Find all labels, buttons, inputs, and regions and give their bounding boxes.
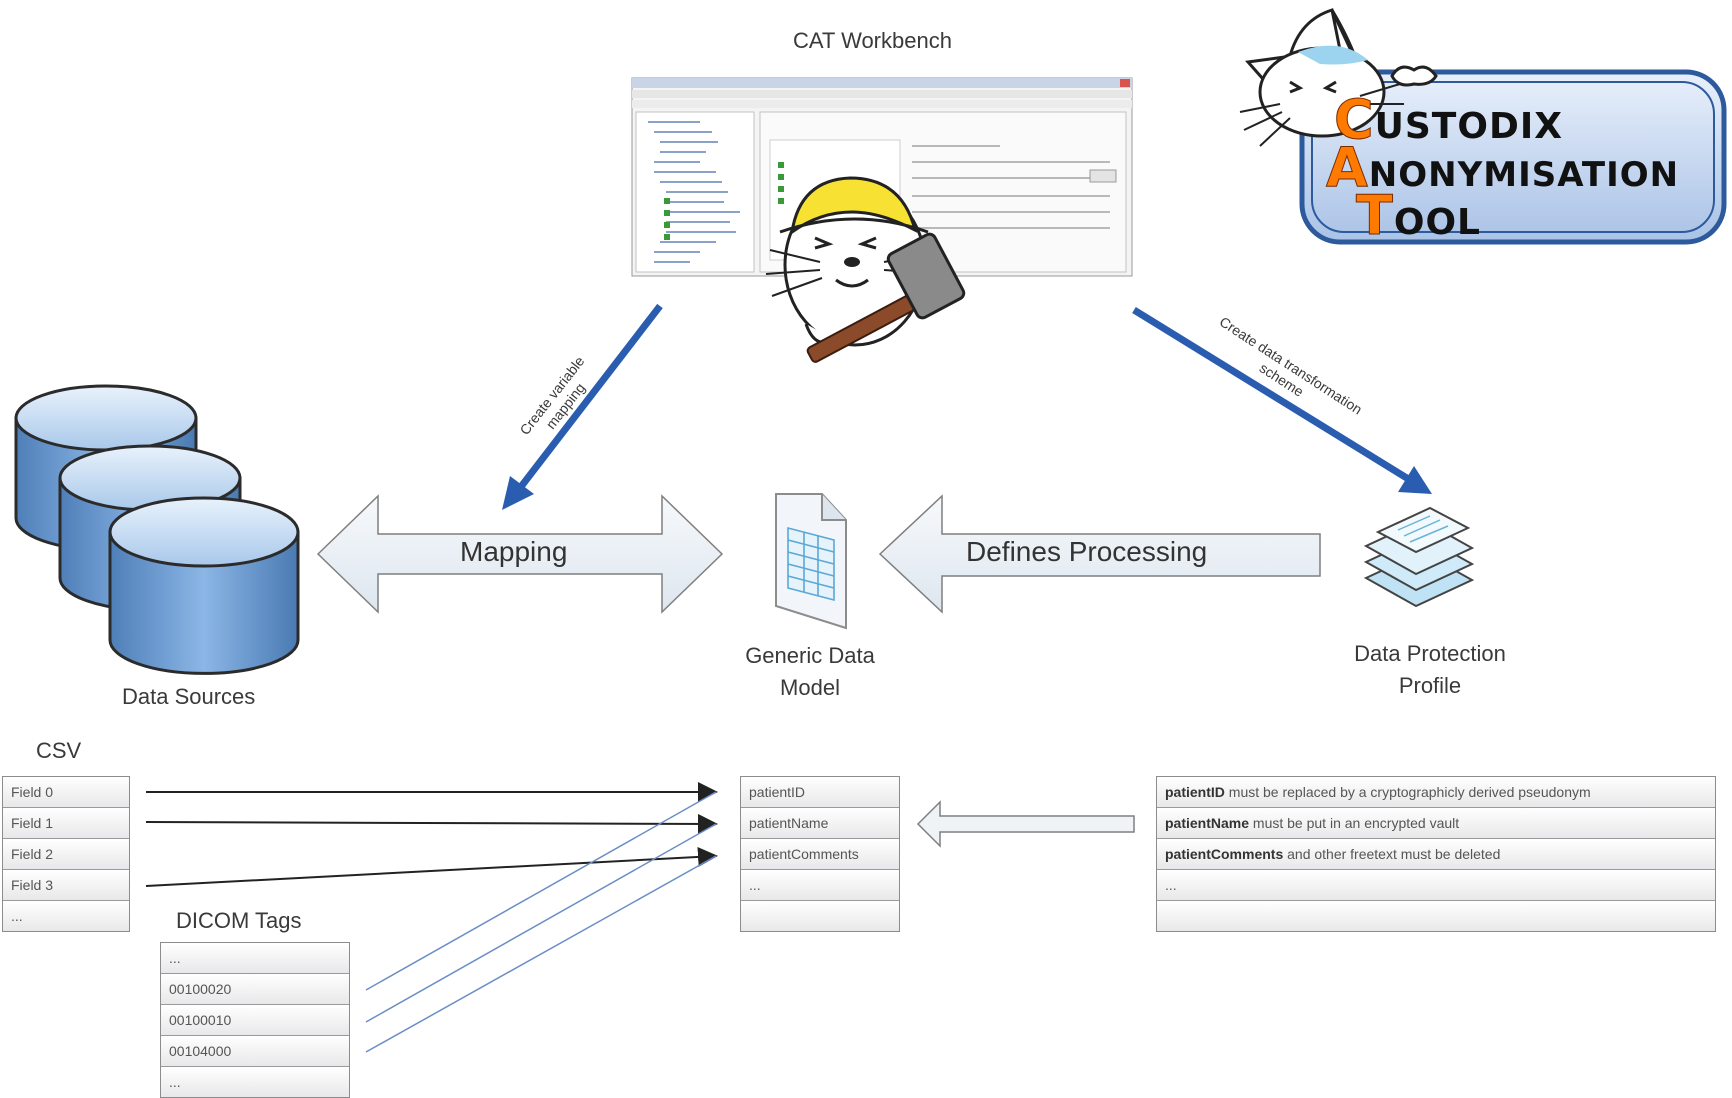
profile-rule-row: patientName must be put in an encrypted …	[1157, 808, 1715, 839]
mapping-label: Mapping	[460, 536, 568, 567]
csv-row: Field 2	[3, 839, 129, 870]
generic-data-model-label-line2: Model	[780, 675, 840, 700]
data-sources-label: Data Sources	[122, 684, 256, 709]
model-row	[741, 901, 899, 931]
model-row: ...	[741, 870, 899, 901]
logo-line-3: TOOL	[1356, 184, 1679, 248]
generic-data-model-icon	[775, 493, 847, 630]
profile-rule-text: must be put in an encrypted vault	[1249, 815, 1460, 831]
csv-row: Field 1	[3, 808, 129, 839]
dicom-mapping-lines	[365, 791, 717, 1053]
model-row: patientID	[741, 777, 899, 808]
logo-rest-3: OOL	[1393, 202, 1481, 243]
logo-rest-1: USTODIX	[1374, 106, 1563, 147]
cat-mascot-illustration	[765, 176, 966, 363]
profile-rules-table: patientID must be replaced by a cryptogr…	[1156, 776, 1716, 932]
profile-rule-text: must be replaced by a cryptographicly de…	[1224, 784, 1591, 800]
profile-to-model-arrow	[916, 800, 1135, 848]
logo-text: CUSTODIX ANONYMISATION TOOL	[1326, 88, 1679, 248]
csv-row: Field 0	[3, 777, 129, 808]
create-data-transformation-arrow	[1132, 307, 1432, 494]
logo-line-2: ANONYMISATION	[1326, 136, 1679, 200]
csv-row: ...	[3, 901, 129, 931]
dicom-row: ...	[161, 943, 349, 974]
profile-rule-field: patientID	[1165, 784, 1225, 800]
mapping-double-arrow	[316, 494, 724, 614]
csv-table: Field 0 Field 1 Field 2 Field 3 ...	[2, 776, 130, 932]
data-protection-profile-label: Data Protection Profile	[1330, 638, 1530, 702]
dicom-row: 00100010	[161, 1005, 349, 1036]
logo-cap-3: T	[1356, 184, 1394, 248]
csv-title: CSV	[36, 738, 82, 763]
dicom-table: ... 00100020 00100010 00104000 ...	[160, 942, 350, 1098]
profile-rule-field: patientName	[1165, 815, 1250, 831]
dicom-row: ...	[161, 1067, 349, 1097]
profile-rule-text: ...	[1165, 877, 1177, 893]
defines-processing-label: Defines Processing	[966, 536, 1208, 567]
model-row: patientName	[741, 808, 899, 839]
logo-cap-1: C	[1334, 88, 1375, 152]
create-variable-mapping-arrow	[502, 303, 663, 510]
profile-rule-row: ...	[1157, 870, 1715, 901]
logo-line-1: CUSTODIX	[1334, 88, 1679, 152]
generic-data-model-label-line1: Generic Data	[745, 643, 875, 668]
data-protection-profile-label-line1: Data Protection	[1354, 641, 1506, 666]
csv-mapping-lines	[145, 782, 718, 887]
profile-rule-row: patientComments and other freetext must …	[1157, 839, 1715, 870]
defines-processing-arrow	[878, 494, 1321, 614]
data-sources-icon	[14, 384, 300, 675]
custodix-logo	[1239, 8, 1727, 245]
model-table: patientID patientName patientComments ..…	[740, 776, 900, 932]
generic-data-model-label: Generic Data Model	[730, 640, 890, 704]
profile-rule-row	[1157, 901, 1715, 931]
profile-rule-field: patientComments	[1165, 846, 1284, 862]
workbench-screenshot	[631, 77, 1133, 277]
dicom-row: 00100020	[161, 974, 349, 1005]
logo-rest-2: NONYMISATION	[1368, 155, 1680, 195]
dicom-row: 00104000	[161, 1036, 349, 1067]
dicom-title: DICOM Tags	[176, 908, 302, 933]
logo-cap-2: A	[1326, 136, 1369, 200]
csv-row: Field 3	[3, 870, 129, 901]
data-protection-profile-label-line2: Profile	[1398, 673, 1462, 698]
data-protection-profile-icon	[1363, 506, 1475, 608]
model-row: patientComments	[741, 839, 899, 870]
profile-rule-row: patientID must be replaced by a cryptogr…	[1157, 777, 1715, 808]
workbench-title: CAT Workbench	[793, 28, 952, 53]
profile-rule-text: and other freetext must be deleted	[1283, 846, 1501, 862]
